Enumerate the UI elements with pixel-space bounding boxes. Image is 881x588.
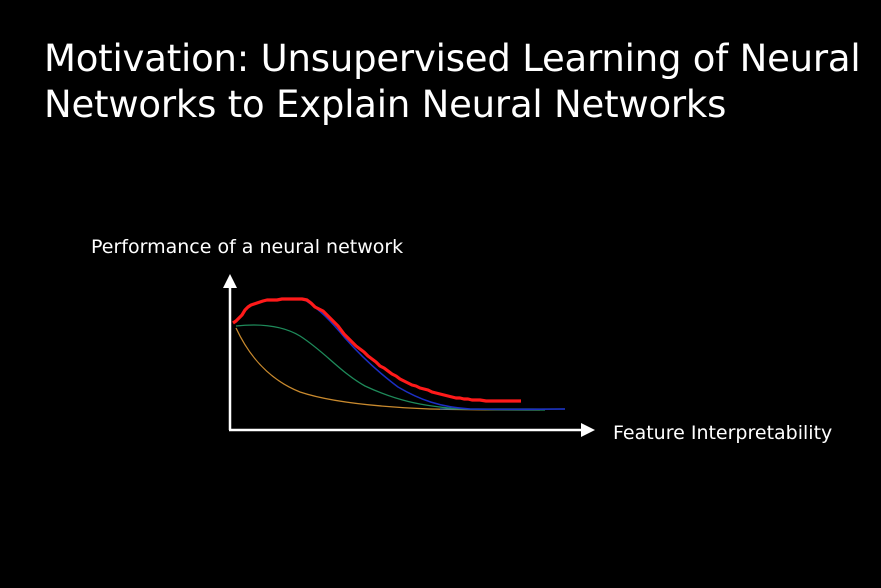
red-curve [232, 297, 521, 403]
title-line-2: Networks to Explain Neural Networks [44, 83, 727, 126]
blue-curve [304, 299, 566, 411]
x-axis-arrowhead [581, 423, 595, 437]
y-axis-arrowhead [223, 274, 237, 288]
green-curve [235, 324, 546, 411]
x-axis-label: Feature Interpretability [613, 422, 833, 444]
y-axis-label: Performance of a neural network [91, 236, 404, 258]
title-line-1: Motivation: Unsupervised Learning of Neu… [44, 37, 861, 80]
slide-title: Motivation: Unsupervised Learning of Neu… [44, 36, 874, 128]
orange-curve [235, 327, 541, 411]
